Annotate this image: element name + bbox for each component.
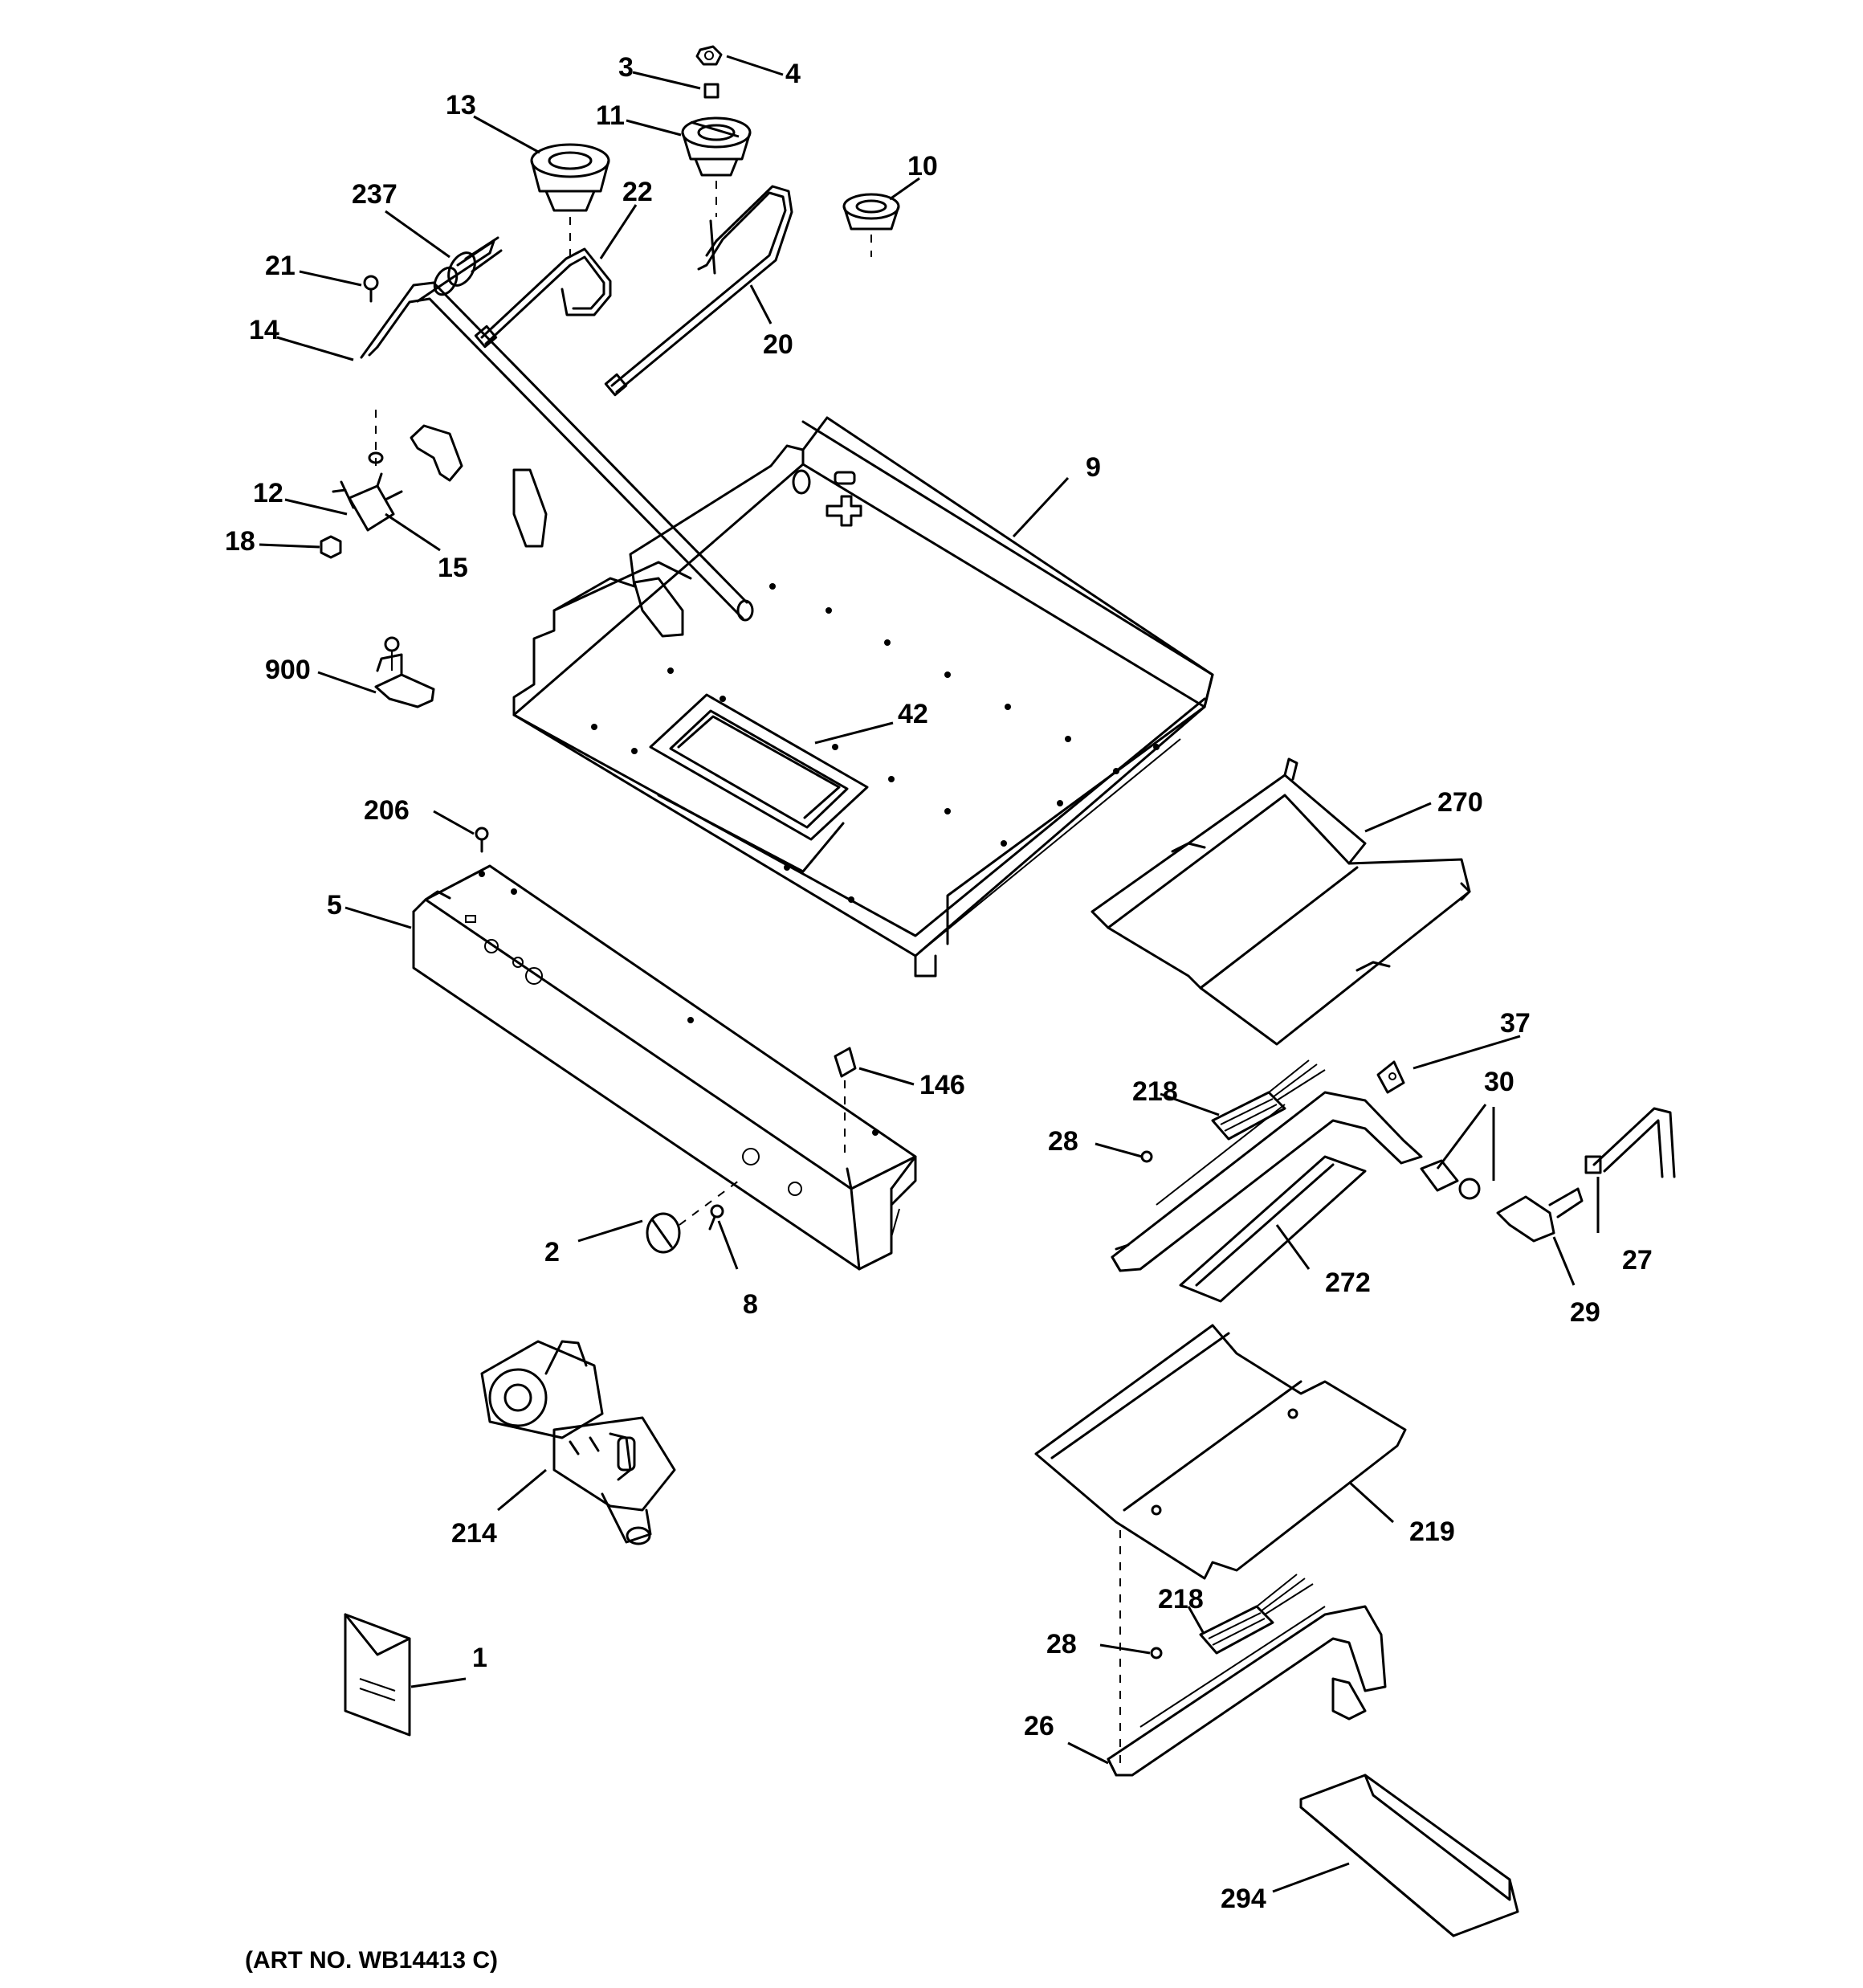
label-42: 42: [898, 699, 928, 729]
leader-lines: [259, 55, 1600, 1893]
label-28-lower: 28: [1046, 1629, 1077, 1659]
screw-206: [475, 827, 489, 853]
screw-28-upper: [1140, 1150, 1153, 1163]
shield-294: [1299, 1774, 1519, 1937]
valve-12: [332, 410, 403, 532]
label-294: 294: [1221, 1884, 1266, 1914]
igniter-218-upper: [1211, 1059, 1326, 1141]
label-8: 8: [743, 1289, 758, 1320]
label-26: 26: [1024, 1711, 1054, 1741]
label-146: 146: [919, 1070, 965, 1100]
burner-13: [530, 143, 610, 265]
art-number: (ART NO. WB14413 C): [245, 1947, 498, 1974]
label-214: 214: [451, 1518, 497, 1549]
label-3: 3: [618, 52, 634, 83]
label-5: 5: [327, 890, 342, 921]
label-237: 237: [352, 179, 397, 210]
label-218-lower: 218: [1158, 1584, 1204, 1614]
tray-270: [1090, 757, 1471, 1046]
tube-20: [604, 185, 793, 397]
nut-4: [695, 45, 723, 66]
knob-2: [646, 1180, 740, 1254]
vent-plate-42: [649, 693, 869, 873]
fitting-27: [1584, 1107, 1676, 1178]
tube-22: [474, 247, 612, 349]
control-panel-5: [412, 864, 917, 1271]
fitting-237: [416, 236, 503, 303]
orifice-30: [1420, 1159, 1481, 1200]
screw-21: [363, 275, 379, 303]
label-21: 21: [265, 251, 296, 281]
literature-1: [344, 1613, 411, 1737]
burner-26: [1107, 1605, 1387, 1777]
label-20: 20: [763, 329, 793, 360]
tray-219: [1034, 1324, 1407, 1763]
igniter-218-lower: [1199, 1574, 1314, 1655]
label-9: 9: [1086, 452, 1101, 483]
label-37: 37: [1500, 1008, 1531, 1039]
burner-11: [681, 116, 752, 217]
label-12: 12: [253, 478, 283, 508]
label-22: 22: [622, 177, 653, 207]
label-900: 900: [265, 655, 311, 685]
label-30: 30: [1484, 1067, 1514, 1097]
label-219: 219: [1409, 1517, 1455, 1547]
label-18: 18: [225, 526, 255, 557]
label-15: 15: [438, 553, 468, 583]
label-4: 4: [785, 59, 801, 89]
burner-box-9: [512, 416, 1214, 978]
bracket-900: [374, 636, 435, 708]
manifold-pipe-14: [360, 281, 754, 622]
label-272: 272: [1325, 1268, 1371, 1298]
label-218-upper: 218: [1132, 1076, 1178, 1107]
label-1: 1: [472, 1643, 487, 1673]
burner-272: [1111, 1091, 1423, 1303]
manifold-bracket: [410, 424, 684, 638]
label-11: 11: [596, 100, 625, 131]
spacer-37: [1376, 1060, 1405, 1094]
label-29: 29: [1570, 1297, 1600, 1328]
orifice-3: [703, 83, 720, 99]
elbow-29: [1496, 1187, 1584, 1243]
burner-10: [842, 193, 900, 257]
label-14: 14: [249, 315, 279, 345]
clip-146: [834, 1047, 857, 1157]
valve-assembly-214: [480, 1340, 676, 1545]
label-270: 270: [1437, 787, 1483, 818]
label-13: 13: [446, 90, 476, 120]
screw-8: [708, 1204, 724, 1231]
label-2: 2: [544, 1237, 560, 1268]
burner-box-flange: [512, 697, 1206, 937]
nut-18: [320, 535, 342, 559]
label-206: 206: [364, 795, 410, 826]
label-28-upper: 28: [1048, 1126, 1078, 1157]
callout-labels: 3 4 13 11 10 237 22 21 14 20 9 12 18 15 …: [225, 52, 1653, 1974]
label-10: 10: [907, 151, 938, 182]
label-27: 27: [1622, 1245, 1653, 1276]
screw-28-lower: [1150, 1647, 1163, 1659]
